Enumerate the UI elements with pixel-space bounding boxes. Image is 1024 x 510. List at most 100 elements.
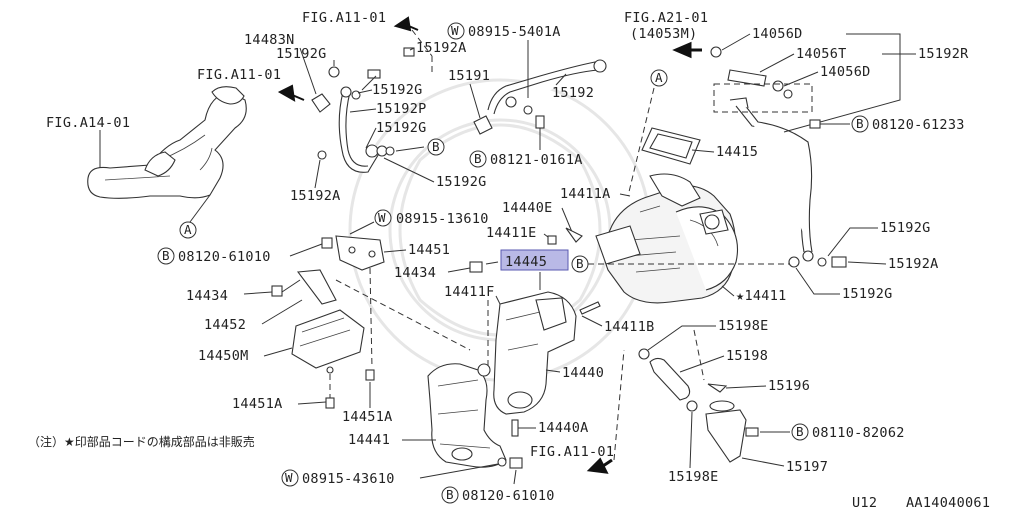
label-08121-0161a: 08121-0161A — [490, 152, 583, 168]
gasket-14415 — [641, 127, 701, 165]
oil-feed-pipe — [311, 47, 415, 173]
label-14415: 14415 — [716, 144, 758, 160]
label-15192g-b: 15192G — [372, 82, 423, 98]
label-14483n: 14483N — [244, 32, 295, 48]
arrow-fig-a11-left — [277, 84, 305, 102]
svg-text:B: B — [474, 151, 482, 166]
b-marker-turbo: B — [571, 255, 589, 273]
b-marker-61233: B — [851, 115, 869, 133]
w-marker-5401a: W — [447, 22, 465, 40]
label-14411a: 14411A — [560, 186, 611, 202]
label-15192g-a: 15192G — [276, 46, 327, 62]
b-marker-61010-b: B — [441, 486, 459, 504]
pipe-15197 — [705, 400, 759, 463]
label-fig-a11-left: FIG.A11-01 — [197, 67, 281, 83]
marker-a-turbo: A — [650, 69, 668, 87]
label-14440e: 14440E — [502, 200, 553, 216]
label-15192a-a: 15192A — [416, 40, 467, 56]
label-14450m: 14450M — [198, 348, 249, 364]
svg-text:W: W — [378, 210, 386, 225]
label-08915-5401a: 08915-5401A — [468, 24, 561, 40]
label-fig-a11-bottom: FIG.A11-01 — [530, 444, 614, 460]
svg-text:B: B — [856, 116, 864, 131]
w-marker-13610: W — [374, 209, 392, 227]
label-14056t: 14056T — [796, 46, 847, 62]
label-15192a-b: 15192A — [290, 188, 341, 204]
label-15198: 15198 — [726, 348, 768, 364]
exhaust-manifold — [87, 86, 247, 199]
svg-text:W: W — [451, 23, 459, 38]
label-08110-82062: 08110-82062 — [812, 425, 905, 441]
arrow-fig-a11-bottom — [586, 457, 613, 474]
label-15192r: 15192R — [918, 46, 969, 62]
b-marker-82062: B — [791, 423, 809, 441]
svg-text:W: W — [285, 470, 293, 485]
svg-text:B: B — [796, 424, 804, 439]
label-14411b: 14411B — [604, 319, 655, 335]
label-14440a: 14440A — [538, 420, 589, 436]
svg-text:B: B — [446, 487, 454, 502]
heat-shield-14452 — [296, 269, 337, 305]
label-15192g-f: 15192G — [842, 286, 893, 302]
label-fig-a11-top: FIG.A11-01 — [302, 10, 386, 26]
svg-text:B: B — [576, 256, 584, 271]
svg-text:B: B — [432, 139, 440, 154]
label-14451a-a: 14451A — [232, 396, 283, 412]
label-15198e-b: 15198E — [668, 469, 719, 485]
label-15196: 15196 — [768, 378, 810, 394]
heat-shield-14450m — [291, 309, 365, 374]
label-14445[interactable]: 14445 — [505, 254, 547, 270]
label-15192a-c: 15192A — [888, 256, 939, 272]
arrow-fig-a21 — [672, 41, 702, 59]
label-15191: 15191 — [448, 68, 490, 84]
label-14440: 14440 — [562, 365, 604, 381]
b-marker-61010-a: B — [157, 247, 175, 265]
label-08120-61233: 08120-61233 — [872, 117, 965, 133]
svg-text:A: A — [184, 222, 192, 237]
label-14441: 14441 — [348, 432, 390, 448]
label-15192g-d: 15192G — [436, 174, 487, 190]
label-14056d-b: 14056D — [820, 64, 871, 80]
label-14411: ★14411 — [736, 288, 787, 304]
label-14411e: 14411E — [486, 225, 537, 241]
note-text: （注）★印部品コードの構成部品は非販売 — [28, 434, 255, 449]
label-14411f: 14411F — [444, 284, 495, 300]
footer-code: AA14040061 — [906, 495, 990, 510]
label-15192: 15192 — [552, 85, 594, 101]
label-08915-43610: 08915-43610 — [302, 471, 395, 487]
label-15192g-c: 15192G — [376, 120, 427, 136]
footer-model: U12 — [852, 495, 877, 510]
w-marker-43610: W — [281, 469, 299, 487]
label-14452: 14452 — [204, 317, 246, 333]
label-15198e-a: 15198E — [718, 318, 769, 334]
coolant-hoses — [710, 46, 793, 99]
label-14056d-a: 14056D — [752, 26, 803, 42]
marker-b-oil-pipe: B — [427, 138, 445, 156]
coolant-pipe — [729, 97, 814, 262]
label-15192p: 15192P — [376, 101, 427, 117]
highlight-14445[interactable] — [500, 249, 569, 271]
marker-a-manifold: A — [179, 221, 197, 239]
label-fig-a21-sub: (14053M) — [630, 26, 697, 42]
label-fig-a14: FIG.A14-01 — [46, 115, 130, 131]
b-marker-0161a: B — [469, 150, 487, 168]
label-14434-a: 14434 — [394, 265, 436, 281]
label-08120-61010-b: 08120-61010 — [462, 488, 555, 504]
exhaust-pipe-14440 — [493, 291, 577, 415]
label-15197: 15197 — [786, 459, 828, 475]
bracket-14451 — [335, 235, 385, 271]
label-fig-a21: FIG.A21-01 — [624, 10, 708, 26]
label-14434-b: 14434 — [186, 288, 228, 304]
hose-15198 — [638, 348, 698, 412]
arrow-fig-a11-top — [393, 16, 419, 32]
svg-text:B: B — [162, 248, 170, 263]
exhaust-pipe-14441 — [427, 363, 507, 468]
label-08915-13610: 08915-13610 — [396, 211, 489, 227]
label-15192g-e: 15192G — [880, 220, 931, 236]
label-14451: 14451 — [408, 242, 450, 258]
label-08120-61010-a: 08120-61010 — [178, 249, 271, 265]
turbocharger-14411 — [595, 173, 739, 304]
svg-text:A: A — [655, 70, 663, 85]
label-14451a-b: 14451A — [342, 409, 393, 425]
